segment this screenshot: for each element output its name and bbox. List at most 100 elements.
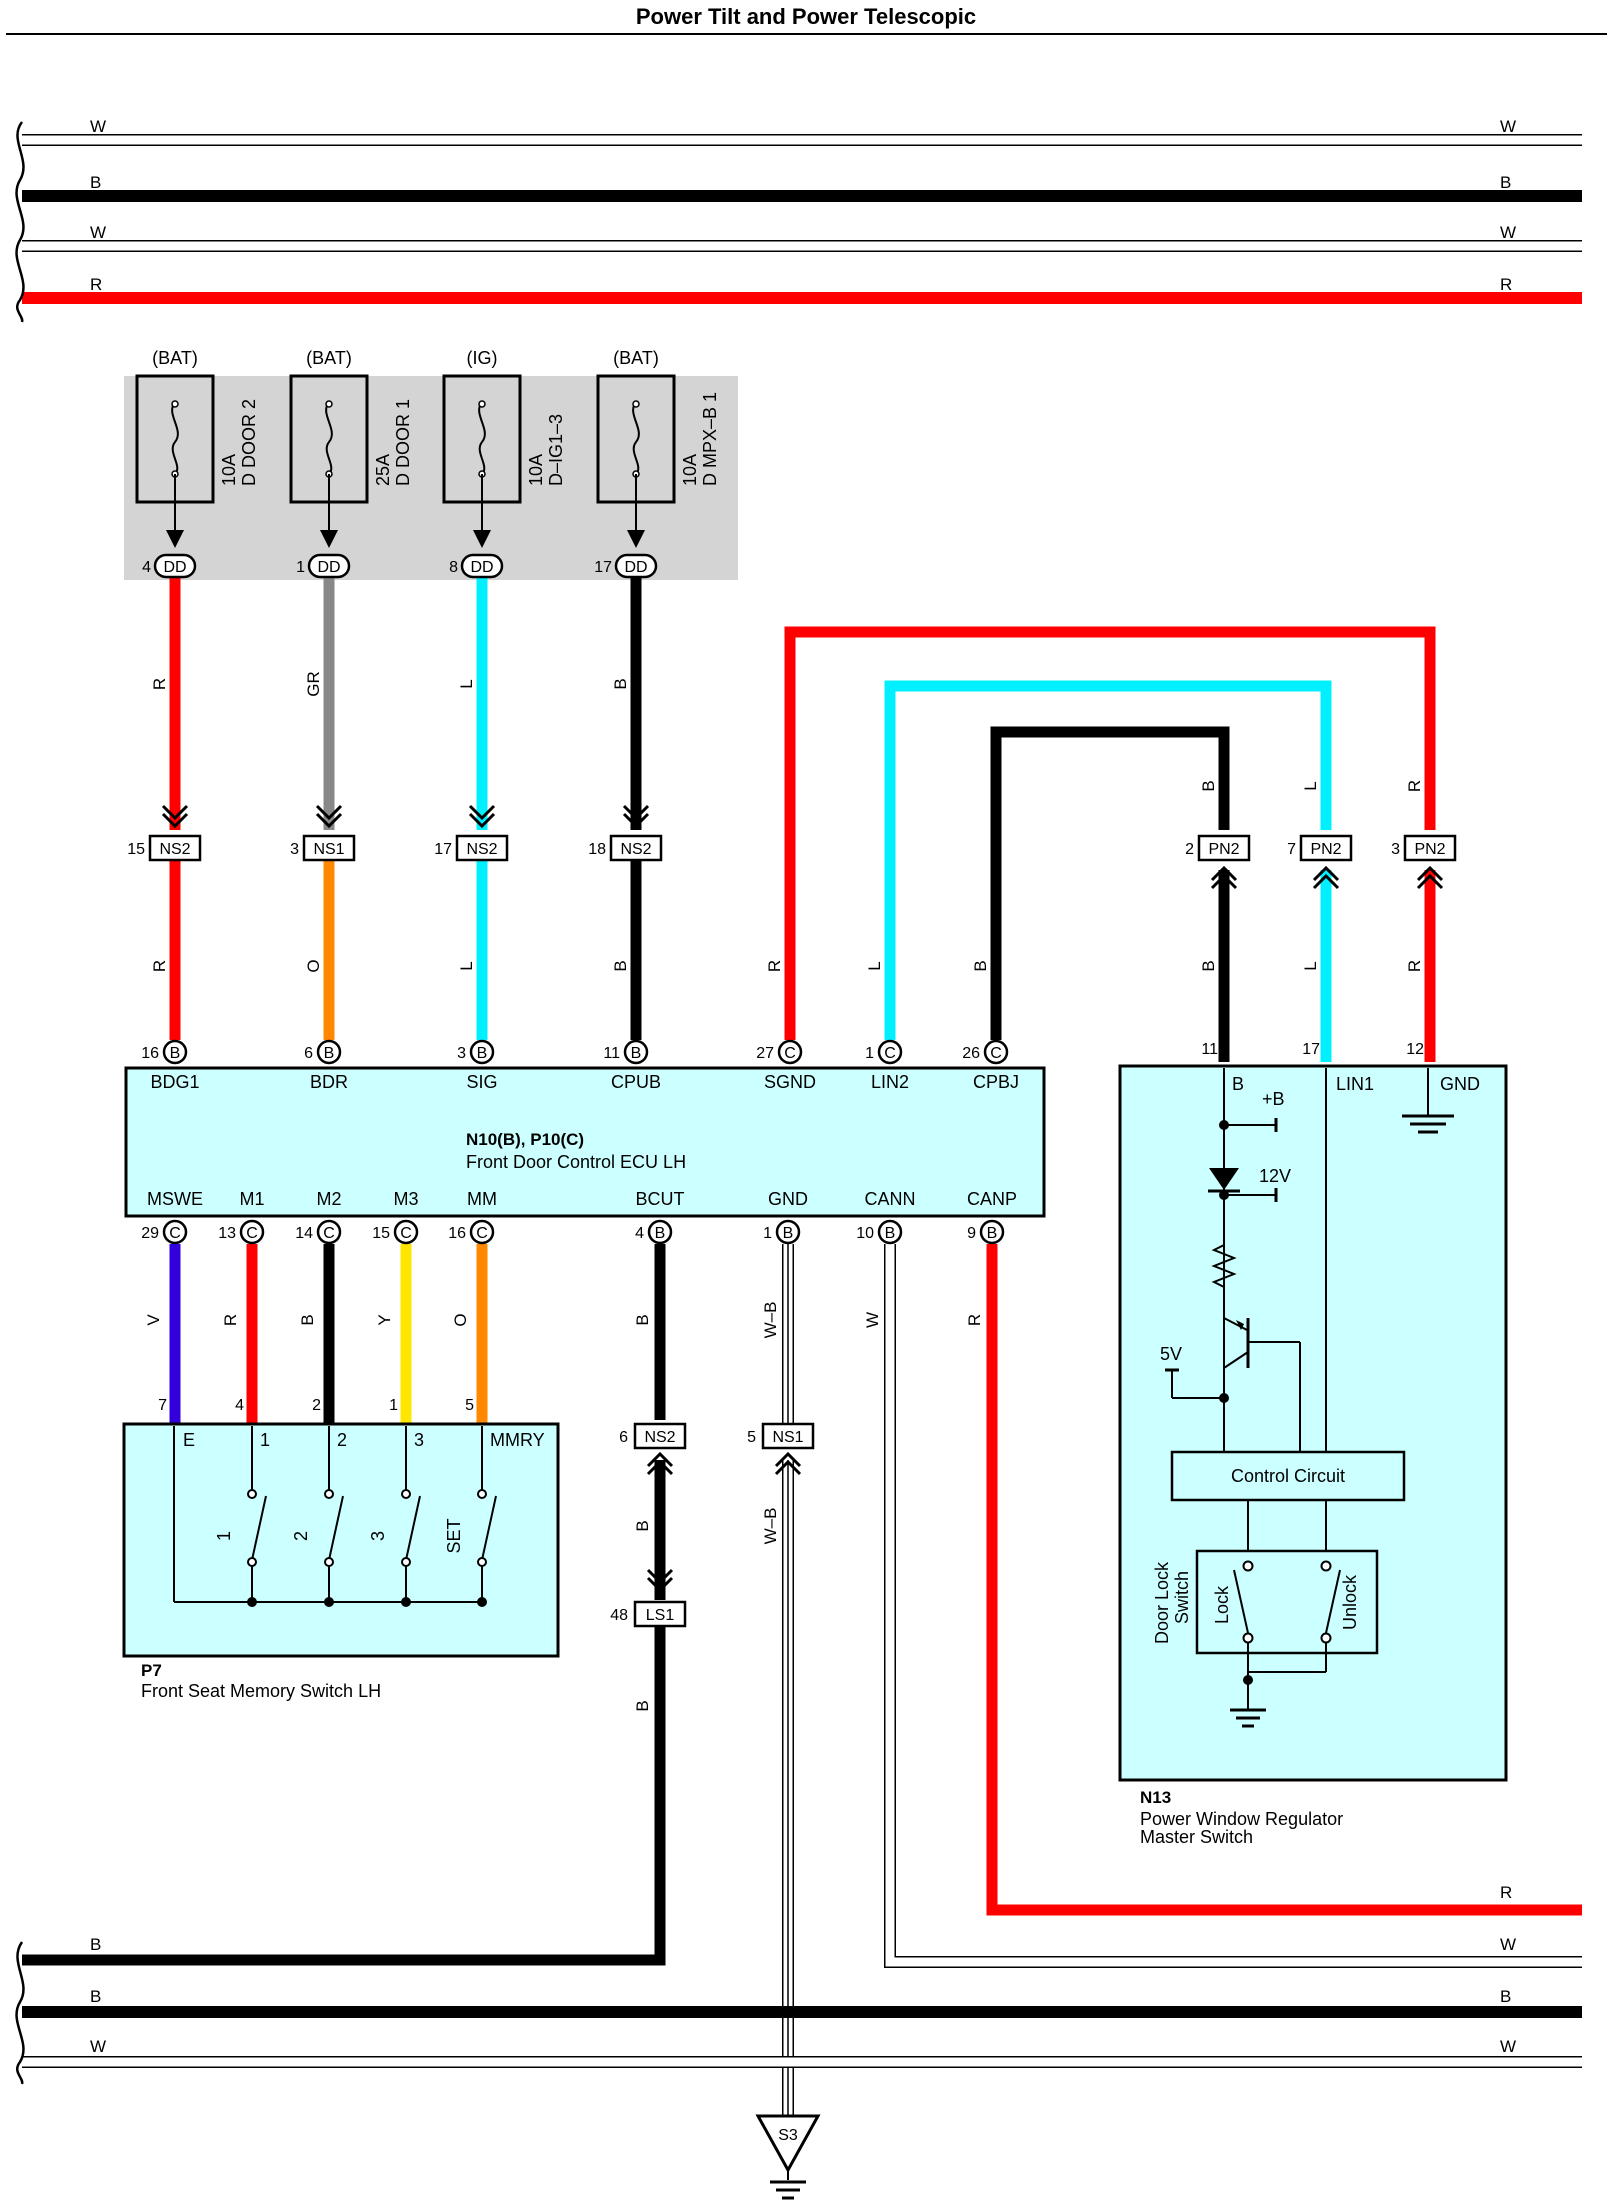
control-circuit-label: Control Circuit (1231, 1466, 1345, 1486)
switch-contact-icon (401, 1557, 411, 1567)
pin-connector-letter: B (324, 1045, 335, 1062)
wires-layer (22, 134, 1582, 2116)
ecu-bottom-pin (647, 1219, 673, 1245)
ns-pin: 18 (588, 841, 606, 858)
pin-connector-letter: B (987, 1225, 998, 1242)
ns-connector (302, 834, 356, 862)
ecu-top-terminal-label: SIG (466, 1072, 497, 1092)
arrow-icon (473, 530, 491, 548)
connector-chevron-icon (1210, 865, 1238, 890)
lin2-wire-label: L (865, 961, 884, 970)
connector-chevron-icon (622, 804, 650, 829)
ecu-top-pin-number: 1 (865, 1045, 874, 1062)
fuse-wire-top-label: L (457, 679, 476, 688)
ecu-top-terminal-label: BDR (310, 1072, 348, 1092)
fuse-end-icon (632, 400, 640, 408)
gnd-wire-label: W–B (761, 1302, 780, 1339)
cpbj-wire (990, 726, 1230, 1040)
ecu-bottom-terminal-label: CANN (864, 1189, 915, 1209)
fuse-name: D DOOR 2 (239, 399, 259, 486)
fuse-wire-top-label: GR (304, 671, 323, 697)
switch-contact-icon (324, 1557, 334, 1567)
junction-dot-icon (401, 1597, 411, 1607)
bus-label-left: W (90, 2037, 106, 2056)
ecu-bottom-pin-number: 13 (218, 1225, 236, 1242)
fuse-wire-bottom-label: O (304, 959, 323, 972)
bus-break-left-icon (15, 1941, 25, 2085)
switch-contact-icon (477, 1489, 487, 1499)
pn2-wire-bottom-label: B (1199, 960, 1218, 971)
inline-connector-label: NS2 (644, 1429, 675, 1446)
lin2-wire (884, 680, 1332, 1040)
inline-connector-label: NS2 (159, 841, 190, 858)
sgnd-wire (784, 626, 1436, 1040)
ecu-bottom-pin-number: 4 (635, 1225, 644, 1242)
dd-connector (614, 553, 658, 579)
ls-pin: 48 (610, 1607, 628, 1624)
bcut-wire-label: B (633, 1314, 652, 1325)
connector-chevron-icon (646, 1568, 674, 1593)
arrow-icon (627, 530, 645, 548)
plus-b-label: +B (1262, 1089, 1285, 1109)
fuse-icon (171, 401, 179, 475)
ecu-bottom-terminal-label: MM (467, 1189, 497, 1209)
arrow-icon (166, 530, 184, 548)
inline-connector-label: NS1 (313, 841, 344, 858)
ns-connector (609, 834, 663, 862)
ecu-bottom-pin-number: 14 (295, 1225, 313, 1242)
fuse-supply-label: (BAT) (152, 348, 198, 368)
connector-chevron-icon (646, 1451, 674, 1476)
unlock-label: Unlock (1340, 1574, 1360, 1630)
bus-label-right: W (1500, 2037, 1516, 2056)
fuse-pin: 8 (449, 559, 458, 576)
connector-chevron-icon (468, 804, 496, 829)
ecu-top-terminal-label: CPUB (611, 1072, 661, 1092)
ns-pin: 3 (290, 841, 299, 858)
ecu-top-terminal-label: SGND (764, 1072, 816, 1092)
ecu-bottom-pin-number: 15 (372, 1225, 390, 1242)
junction-dot-icon (477, 1597, 487, 1607)
fuse-rating: 10A (680, 454, 700, 486)
fuse-name: D MPX–B 1 (700, 392, 720, 486)
ecu-bottom-pin-number: 16 (448, 1225, 466, 1242)
memory-wire-label: O (451, 1313, 470, 1326)
door-lock-label-line2: Switch (1172, 1571, 1192, 1624)
connector-chevron-icon (774, 1451, 802, 1476)
fuse-wire-top-label: R (150, 678, 169, 690)
junction-dot-icon (247, 1597, 257, 1607)
fuse-rating: 25A (373, 454, 393, 486)
dd-connector (307, 553, 351, 579)
fuse-name: D–IG1–3 (546, 414, 566, 486)
fuse-pin: 17 (594, 559, 612, 576)
pn2-wire-top-label: R (1405, 780, 1424, 792)
fuse-wire-bottom-label: B (611, 960, 630, 971)
ecu-top-pin-number: 6 (304, 1045, 313, 1062)
ecu-bottom-terminal-label: MSWE (147, 1189, 203, 1209)
switch-blade-icon (328, 1495, 344, 1561)
ecu-top-pin-number: 3 (457, 1045, 466, 1062)
pin-connector-letter: C (784, 1045, 796, 1062)
page-title: Power Tilt and Power Telescopic (636, 4, 976, 29)
fuse-wire-bottom-label: R (150, 960, 169, 972)
fuse-icon (325, 401, 333, 475)
dd-connector-label: DD (624, 559, 647, 576)
ecu-top-pin (983, 1039, 1009, 1065)
wire-core (990, 726, 1230, 1040)
fuse-wire-bottom-label: L (457, 961, 476, 970)
memory-wire-label: V (144, 1314, 163, 1326)
wire-core (22, 1626, 666, 1966)
s3-label: S3 (778, 2127, 798, 2144)
connector-chevron-icon (1416, 865, 1444, 890)
ecu-box (124, 1066, 1046, 1218)
fuse-icon (478, 401, 486, 475)
dd-connector-label: DD (317, 559, 340, 576)
pin-connector-letter: C (400, 1225, 412, 1242)
canp-wire (986, 1244, 1582, 1916)
ecu-bottom-pin-number: 10 (856, 1225, 874, 1242)
ecu-bottom-pin (469, 1219, 495, 1245)
fuse-supply-label: (BAT) (613, 348, 659, 368)
bcut-low-wire-label: B (633, 1700, 652, 1711)
switch-contact-icon (247, 1557, 257, 1567)
fuse-rating: 10A (526, 454, 546, 486)
